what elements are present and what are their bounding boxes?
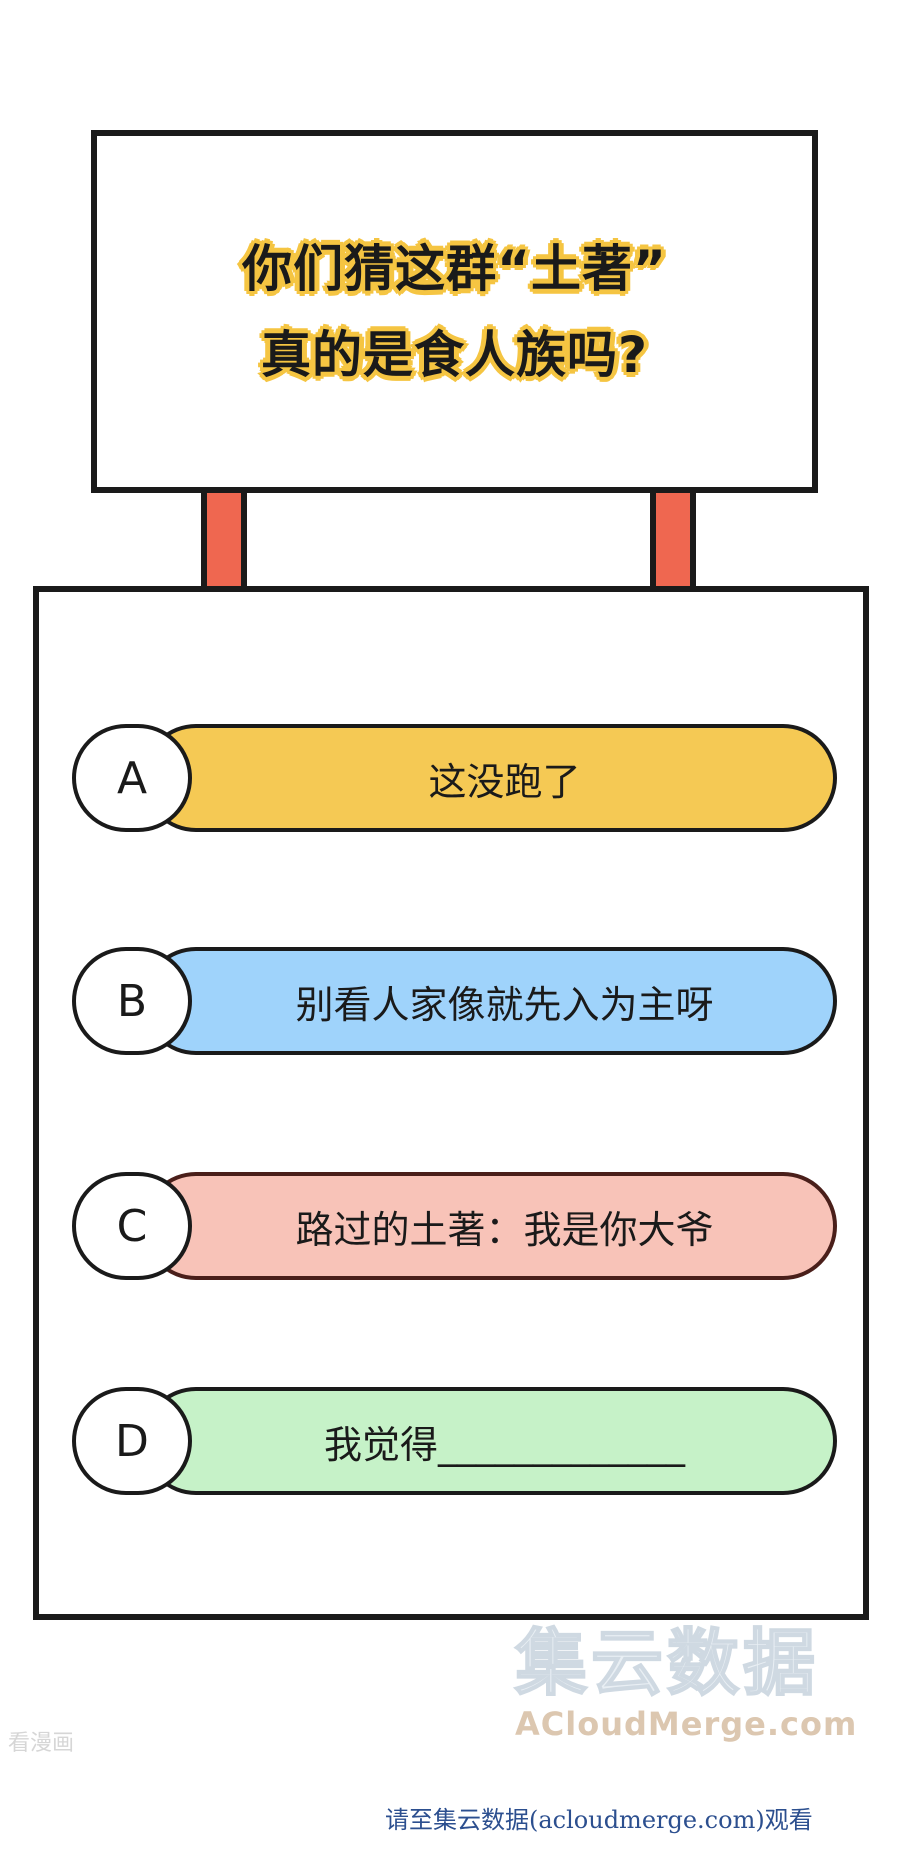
option-b-letter: B [72,947,192,1055]
sign-post-left [201,493,247,590]
option-b-text: 别看人家像就先入为主呀 [142,947,837,1055]
option-a-text: 这没跑了 [142,724,837,832]
footer-link-text[interactable]: 请至集云数据(acloudmerge.com)观看 [385,1806,813,1834]
sign-post-right [650,493,696,590]
option-c[interactable]: C 路过的土著：我是你大爷 [72,1172,837,1280]
watermark-logo: 集云数据 ACloudMerge.com [514,1620,890,1743]
option-c-letter: C [72,1172,192,1280]
option-b[interactable]: B 别看人家像就先入为主呀 [72,947,837,1055]
question-sign: 你们猜这群“土著” 真的是食人族吗? [91,130,818,493]
option-d[interactable]: D 我觉得_____________ [72,1387,837,1495]
option-d-text: 我觉得_____________ [142,1387,837,1495]
option-a[interactable]: A 这没跑了 [72,724,837,832]
question-line-2: 真的是食人族吗? [260,325,648,384]
watermark-logo-cn: 集云数据 [514,1620,820,1706]
question-line-1: 你们猜这群“土著” [242,239,667,298]
option-c-text: 路过的土著：我是你大爷 [142,1172,837,1280]
option-d-letter: D [72,1387,192,1495]
watermark-logo-en: ACloudMerge.com [515,1705,858,1743]
option-a-letter: A [72,724,192,832]
side-watermark: 看漫画 [8,1731,75,1756]
